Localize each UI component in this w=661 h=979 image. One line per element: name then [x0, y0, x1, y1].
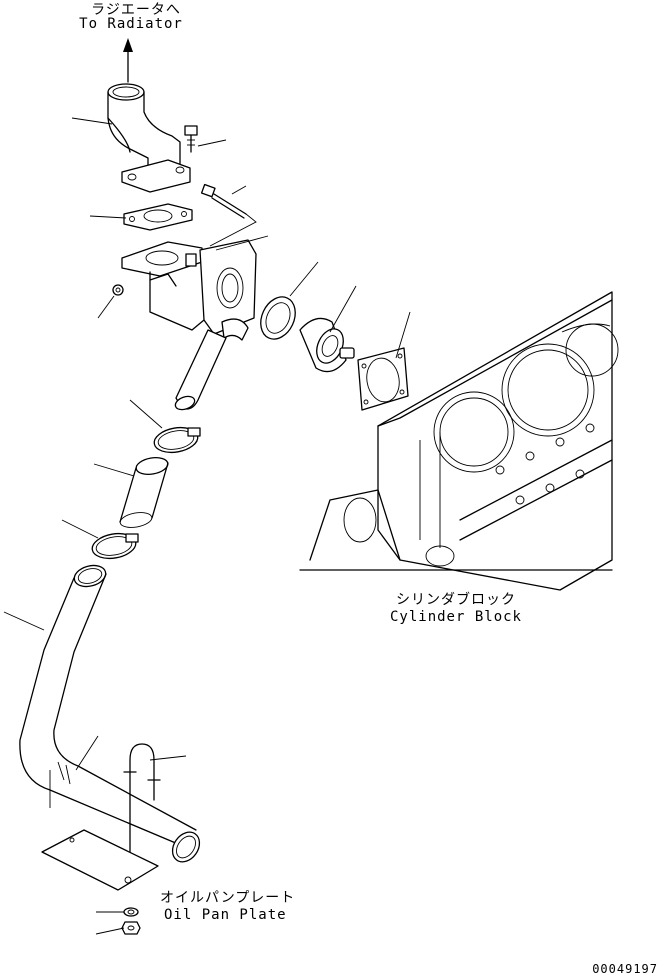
thermostat-housing [121, 239, 257, 411]
plug [112, 284, 124, 296]
nut [121, 921, 141, 935]
hose-clamp-upper [153, 426, 201, 454]
water-outlet-elbow [107, 83, 191, 193]
oil-pan-plate-label-en: Oil Pan Plate [164, 907, 287, 923]
figure-number: 00049197 [592, 962, 658, 976]
leader-lines [3, 117, 411, 935]
flow-arrow-icon [123, 38, 133, 83]
u-bolt [123, 743, 161, 861]
oil-pan-plate-label-jp: オイルパンプレート [160, 890, 296, 906]
thermostat-gasket [357, 347, 409, 411]
cylinder-block-label-jp: シリンダブロック [396, 592, 516, 608]
rubber-hose [119, 456, 169, 528]
o-ring [260, 296, 296, 340]
cylinder-block [299, 291, 619, 591]
cylinder-block-label-en: Cylinder Block [389, 609, 522, 625]
oil-pan-mount-plate [41, 829, 159, 891]
hose-clamp-lower [91, 532, 139, 560]
to-radiator-label-jp: ラジエータへ [91, 2, 181, 18]
washer [123, 907, 139, 917]
bolt-small [184, 125, 198, 153]
water-pipe [19, 564, 201, 863]
bolt-long [200, 183, 247, 219]
to-radiator-label-en: To Radiator [79, 16, 183, 32]
outlet-gasket [123, 203, 193, 231]
thermostat [299, 317, 355, 373]
